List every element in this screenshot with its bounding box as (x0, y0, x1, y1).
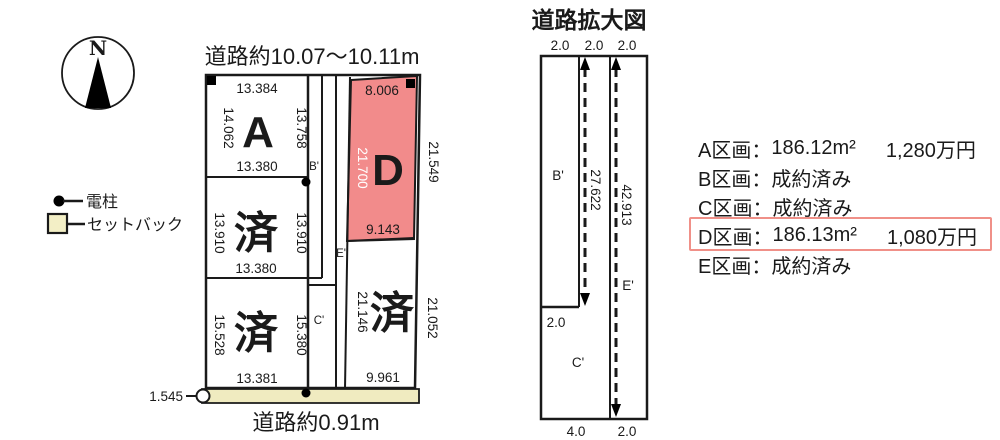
parcel-a-right-dim: 13.758 (294, 107, 309, 148)
detail-lane-b-label: B' (552, 168, 564, 183)
arrowhead-down-icon (580, 293, 590, 306)
parcel-e-bottom-dim: 9.961 (366, 370, 400, 385)
utility-pole-dot (301, 388, 311, 398)
corner-marker (207, 76, 216, 85)
mid-lane-length-dim: 27.622 (588, 169, 603, 210)
legend-setback-label: セットバック (87, 216, 183, 234)
road-top-label: 道路約10.07～10.11m (205, 44, 420, 69)
lane-marker-e: E' (336, 248, 346, 260)
lane-width-bottom-1: 4.0 (567, 424, 586, 439)
parcel-d-right-dim: 21.549 (426, 141, 441, 182)
arrowhead-up-icon (580, 57, 590, 70)
parcel-c-sold-mark: 済 (234, 309, 279, 358)
lane-width-top-1: 2.0 (551, 38, 570, 53)
parcel-d-left-dim: 21.700 (355, 147, 370, 188)
corner-marker (406, 79, 415, 88)
parcel-e-right-dim: 21.052 (425, 297, 440, 338)
parcel-b-sold-mark: 済 (234, 209, 279, 258)
utility-pole-icon (53, 195, 65, 207)
parcel-a-left-dim: 14.062 (221, 107, 236, 148)
parcel-e-left-dim: 21.146 (355, 291, 370, 332)
parcel-b-left-dim: 13.910 (212, 212, 227, 253)
legend: 電柱 セットバック (46, 193, 183, 235)
road-bottom-label: 道路約0.91m (252, 410, 379, 435)
utility-pole-dot (301, 177, 311, 187)
road-detail-diagram: 道路拡大図 2.0 2.0 2.0 B' 27.622 42.913 E' 2.… (532, 7, 649, 439)
main-plot-diagram: 道路約10.07～10.11m 13.384 14.062 13.758 (149, 44, 441, 435)
lane-right-line (344, 76, 351, 390)
north-compass: N (61, 36, 135, 110)
setback-strip (201, 388, 420, 404)
road-detail-title: 道路拡大図 (532, 7, 647, 33)
e-lane-length-dim: 42.913 (619, 184, 634, 225)
lane-width-bottom-2: 2.0 (618, 424, 637, 439)
legend-utility-pole-label: 電柱 (86, 193, 118, 211)
arrowhead-up-icon (611, 57, 621, 70)
step-width-dim: 2.0 (547, 315, 566, 330)
lane-marker-c: C' (314, 315, 325, 327)
parcel-a-letter: A (242, 108, 274, 157)
parcel-boundary-lines (206, 75, 415, 390)
road-detail-outline (539, 54, 649, 421)
lane-width-top-3: 2.0 (618, 38, 637, 53)
parcel-b-bottom-dim: 13.380 (235, 261, 276, 276)
plot-outer-boundary (204, 73, 422, 390)
detail-lane-e-label: E' (622, 278, 634, 293)
parcel-d-bottom-line (346, 237, 415, 242)
parcel-c-bottom-dim: 13.381 (236, 371, 277, 386)
parcel-b-right-dim: 13.910 (294, 212, 309, 253)
parcel-d-bottom-dim: 9.143 (366, 222, 400, 237)
parcel-e-sold-mark: 済 (370, 289, 415, 338)
parcel-a-top-dim: 13.384 (236, 81, 278, 96)
compass-circle (61, 36, 135, 110)
lane-marker-b: B' (309, 161, 319, 173)
detail-lane-c-label: C' (572, 355, 584, 370)
parcel-c-left-dim: 15.528 (212, 314, 227, 355)
lane-width-top-2: 2.0 (585, 38, 604, 53)
setback-icon (46, 212, 69, 235)
parcel-d-top-dim: 8.006 (365, 83, 399, 98)
north-label: N (89, 36, 107, 60)
parcel-c-right-dim: 15.380 (294, 314, 309, 355)
setback-end-circle (195, 388, 211, 404)
north-arrow-icon (85, 57, 111, 108)
parcel-a-bottom-dim: 13.380 (236, 159, 277, 174)
arrowhead-down-icon (611, 404, 621, 417)
parcel-d-letter: D (372, 146, 404, 195)
setback-width-dim: 1.545 (149, 389, 183, 404)
